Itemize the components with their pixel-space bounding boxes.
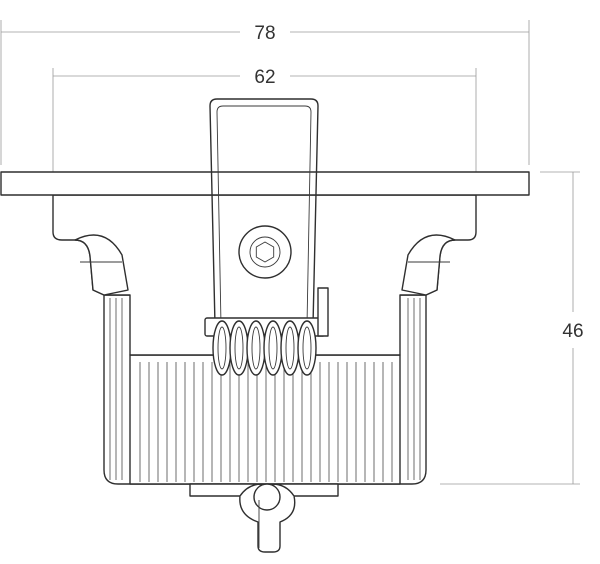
spring-coil-inner xyxy=(251,326,261,370)
spring-coil-turn xyxy=(280,320,300,376)
outer-width-dimension: 78 xyxy=(0,20,530,165)
spring-coil-turn xyxy=(229,320,249,376)
height-label: 46 xyxy=(562,321,583,342)
flange xyxy=(0,171,530,196)
spring-coil-turn xyxy=(246,320,266,376)
heatsink-fins-core xyxy=(139,362,393,482)
torsion-spring xyxy=(212,320,317,376)
bottom-connector xyxy=(189,483,339,553)
spring-coil-inner xyxy=(268,326,278,370)
spring-coil-inner xyxy=(285,326,295,370)
spring-coil-turn xyxy=(297,320,317,376)
inner-width-label: 62 xyxy=(254,67,275,88)
spring-coil-inner xyxy=(217,326,227,370)
spring-coil-inner xyxy=(234,326,244,370)
outer-width-label: 78 xyxy=(254,23,275,44)
hex-screw-icon xyxy=(238,225,292,279)
spring-coil-inner xyxy=(302,326,312,370)
spring-coil-turn xyxy=(263,320,283,376)
heatsink-fins-left xyxy=(109,298,123,480)
spring-coil-turn xyxy=(212,320,232,376)
height-dimension: 46 xyxy=(440,171,584,485)
inner-width-dimension: 62 xyxy=(52,67,477,172)
heatsink-fins-right xyxy=(407,298,421,480)
